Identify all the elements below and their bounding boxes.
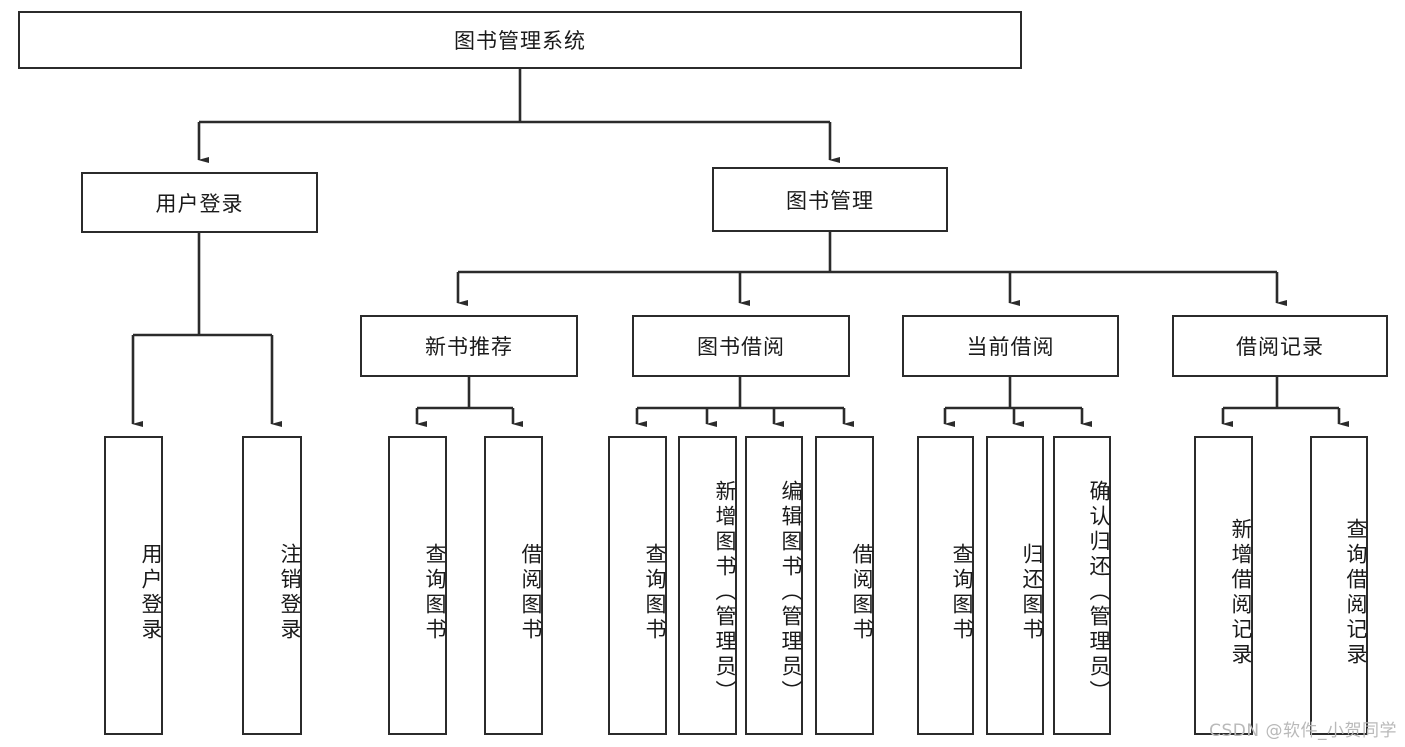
node-label: 新书推荐 — [425, 335, 513, 359]
node-book-borrow[interactable]: 图书借阅 — [632, 315, 850, 377]
node-label: 注销登录 — [278, 542, 302, 643]
leaf-record-query[interactable]: 查询借阅记录 — [1310, 436, 1368, 735]
node-label: 借阅图书 — [519, 542, 543, 643]
leaf-user-login[interactable]: 用户登录 — [104, 436, 163, 735]
leaf-current-return-book[interactable]: 归还图书 — [986, 436, 1044, 735]
node-root-system[interactable]: 图书管理系统 — [18, 11, 1022, 69]
node-label: 新增借阅记录 — [1229, 517, 1253, 668]
leaf-borrow-query-book[interactable]: 查询图书 — [608, 436, 667, 735]
leaf-borrow-add-book[interactable]: 新增图书（管理员） — [678, 436, 737, 735]
node-borrow-record[interactable]: 借阅记录 — [1172, 315, 1388, 377]
node-label: 当前借阅 — [966, 335, 1055, 359]
node-label: 借阅记录 — [1236, 335, 1324, 359]
node-book-management[interactable]: 图书管理 — [712, 167, 948, 232]
node-label: 归还图书 — [1020, 542, 1044, 643]
node-label: 借阅图书 — [850, 542, 874, 643]
leaf-record-add[interactable]: 新增借阅记录 — [1194, 436, 1253, 735]
leaf-current-confirm-return[interactable]: 确认归还（管理员） — [1053, 436, 1111, 735]
leaf-current-query-book[interactable]: 查询图书 — [917, 436, 974, 735]
leaf-new-book-query[interactable]: 查询图书 — [388, 436, 447, 735]
node-label: 用户登录 — [155, 191, 244, 216]
node-label: 查询图书 — [643, 542, 667, 643]
leaf-borrow-edit-book[interactable]: 编辑图书（管理员） — [745, 436, 803, 735]
node-current-borrow[interactable]: 当前借阅 — [902, 315, 1119, 377]
node-label: 查询图书 — [423, 542, 447, 643]
watermark-text: CSDN @软件_小贺同学 — [1209, 721, 1397, 741]
leaf-user-logout[interactable]: 注销登录 — [242, 436, 302, 735]
node-label: 用户登录 — [139, 542, 163, 643]
node-label: 编辑图书（管理员） — [779, 480, 803, 705]
node-new-book-recommend[interactable]: 新书推荐 — [360, 315, 578, 377]
node-label: 新增图书（管理员） — [713, 480, 737, 705]
leaf-borrow-borrow-book[interactable]: 借阅图书 — [815, 436, 874, 735]
node-label: 图书管理 — [786, 188, 874, 213]
node-label: 查询图书 — [950, 542, 974, 643]
node-label: 图书借阅 — [697, 335, 785, 359]
node-label: 确认归还（管理员） — [1087, 480, 1111, 705]
leaf-new-book-borrow[interactable]: 借阅图书 — [484, 436, 543, 735]
node-user-login[interactable]: 用户登录 — [81, 172, 318, 233]
node-label: 查询借阅记录 — [1344, 517, 1368, 668]
node-label: 图书管理系统 — [454, 29, 586, 53]
